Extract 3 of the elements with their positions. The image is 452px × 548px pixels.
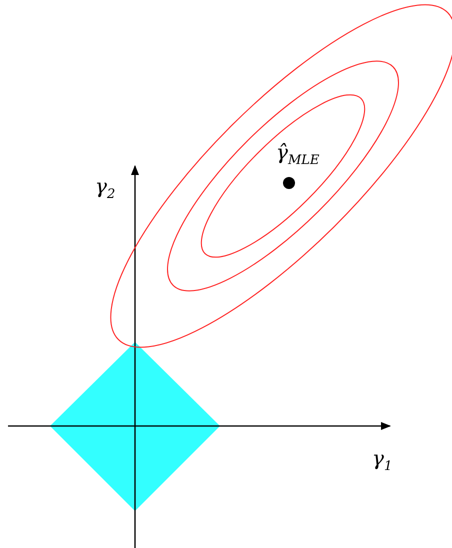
point-label: γ̂$_{MLE}$ [276, 142, 320, 167]
axis-label: γ$_{1}$ [372, 448, 392, 473]
axis-label: γ$_{2}$ [95, 176, 116, 201]
